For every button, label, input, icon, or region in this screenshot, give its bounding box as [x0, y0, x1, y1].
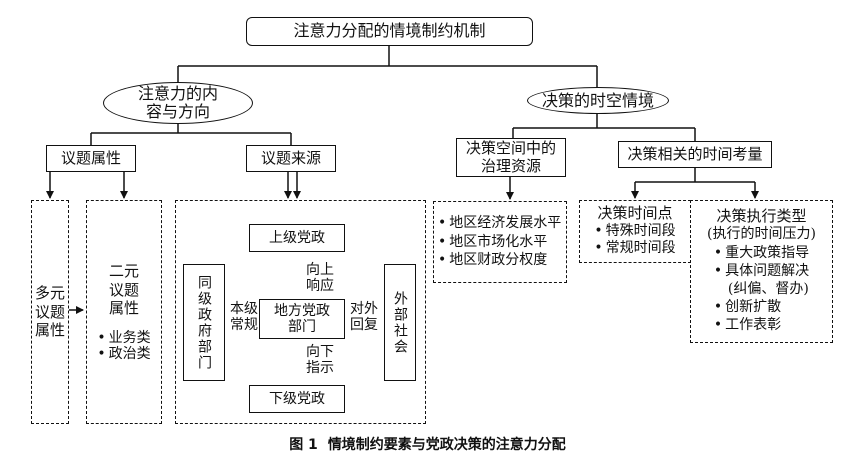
lower-party-box: 下级党政	[249, 385, 345, 413]
external-society-label: 外部社会	[392, 290, 409, 355]
figure-number: 图 1	[289, 437, 318, 453]
decision-type-box: 决策执行类型 (执行的时间压力) 重大政策指导 具体问题解决 (纠偏、督办) 创…	[690, 200, 833, 343]
space-resource-label: 决策空间中的治理资源	[465, 139, 556, 175]
external-reply-label: 对外回复	[350, 301, 378, 334]
source-label: 议题来源	[260, 148, 321, 167]
peer-government-label: 同级政府部门	[196, 274, 213, 371]
decision-type-subtitle: (执行的时间压力)	[707, 225, 816, 242]
lower-party-label: 下级党政	[269, 390, 325, 407]
binary-attribute-box: 二元议题属性 业务类 政治类	[86, 200, 162, 424]
right-branch-title: 决策的时空情境	[541, 90, 654, 110]
attribute-label: 议题属性	[60, 148, 121, 167]
decision-type-item-note: (纠偏、督办)	[727, 281, 809, 298]
down-instruction-label: 向下指示	[306, 344, 334, 377]
space-item: 地区经济发展水平	[438, 214, 561, 233]
binary-item: 业务类	[97, 330, 151, 346]
space-item: 地区财政分权度	[438, 251, 561, 270]
decision-time-point-box: 决策时间点 特殊时间段 常规时间段	[579, 200, 691, 263]
space-resource-box: 决策空间中的治理资源	[456, 138, 566, 177]
source-box: 议题来源	[246, 145, 336, 172]
root-title: 注意力分配的情境制约机制	[293, 21, 486, 41]
multi-attribute-box: 多元议题属性	[31, 200, 69, 424]
left-branch-title: 注意力的内容与方向	[137, 84, 218, 121]
time-point-item: 常规时间段	[594, 240, 676, 258]
figure-caption: 图 1 情境制约要素与党政决策的注意力分配	[0, 434, 855, 454]
peer-government-box: 同级政府部门	[183, 264, 225, 381]
level-routine-label: 本级常规	[230, 301, 258, 334]
upper-party-box: 上级党政	[249, 224, 345, 252]
binary-item: 政治类	[97, 346, 151, 362]
space-resource-list: 地区经济发展水平 地区市场化水平 地区财政分权度	[438, 214, 561, 271]
external-society-box: 外部社会	[384, 264, 416, 381]
decision-time-point-title: 决策时间点	[597, 204, 673, 223]
decision-type-title: 决策执行类型	[716, 207, 807, 226]
time-consideration-label: 决策相关的时间考量	[627, 144, 763, 163]
decision-type-item: 具体问题解决	[714, 262, 809, 280]
local-party-box: 地方党政部门	[259, 299, 345, 339]
right-branch-ellipse: 决策的时空情境	[527, 87, 669, 114]
time-consideration-box: 决策相关的时间考量	[618, 141, 772, 168]
decision-time-point-list: 特殊时间段 常规时间段	[594, 223, 676, 258]
time-point-item: 特殊时间段	[594, 223, 676, 241]
upper-party-label: 上级党政	[269, 229, 325, 246]
decision-type-item: 重大政策指导	[714, 244, 809, 262]
space-resource-list-box: 地区经济发展水平 地区市场化水平 地区财政分权度	[433, 201, 567, 283]
figure-caption-text: 情境制约要素与党政决策的注意力分配	[327, 437, 566, 453]
left-branch-ellipse: 注意力的内容与方向	[103, 82, 253, 124]
space-item: 地区市场化水平	[438, 233, 561, 252]
decision-type-list: 重大政策指导 具体问题解决 (纠偏、督办) 创新扩散 工作表彰	[714, 244, 809, 335]
attribute-box: 议题属性	[46, 145, 136, 172]
decision-type-item: 工作表彰	[714, 316, 809, 334]
local-party-label: 地方党政部门	[274, 302, 330, 335]
root-title-box: 注意力分配的情境制约机制	[246, 17, 533, 46]
decision-type-item: 创新扩散	[714, 298, 809, 316]
binary-attribute-list: 业务类 政治类	[97, 330, 151, 362]
multi-attribute-text: 多元议题属性	[34, 283, 65, 340]
up-response-label: 向上响应	[306, 262, 334, 295]
binary-attribute-text: 二元议题属性	[108, 261, 139, 318]
